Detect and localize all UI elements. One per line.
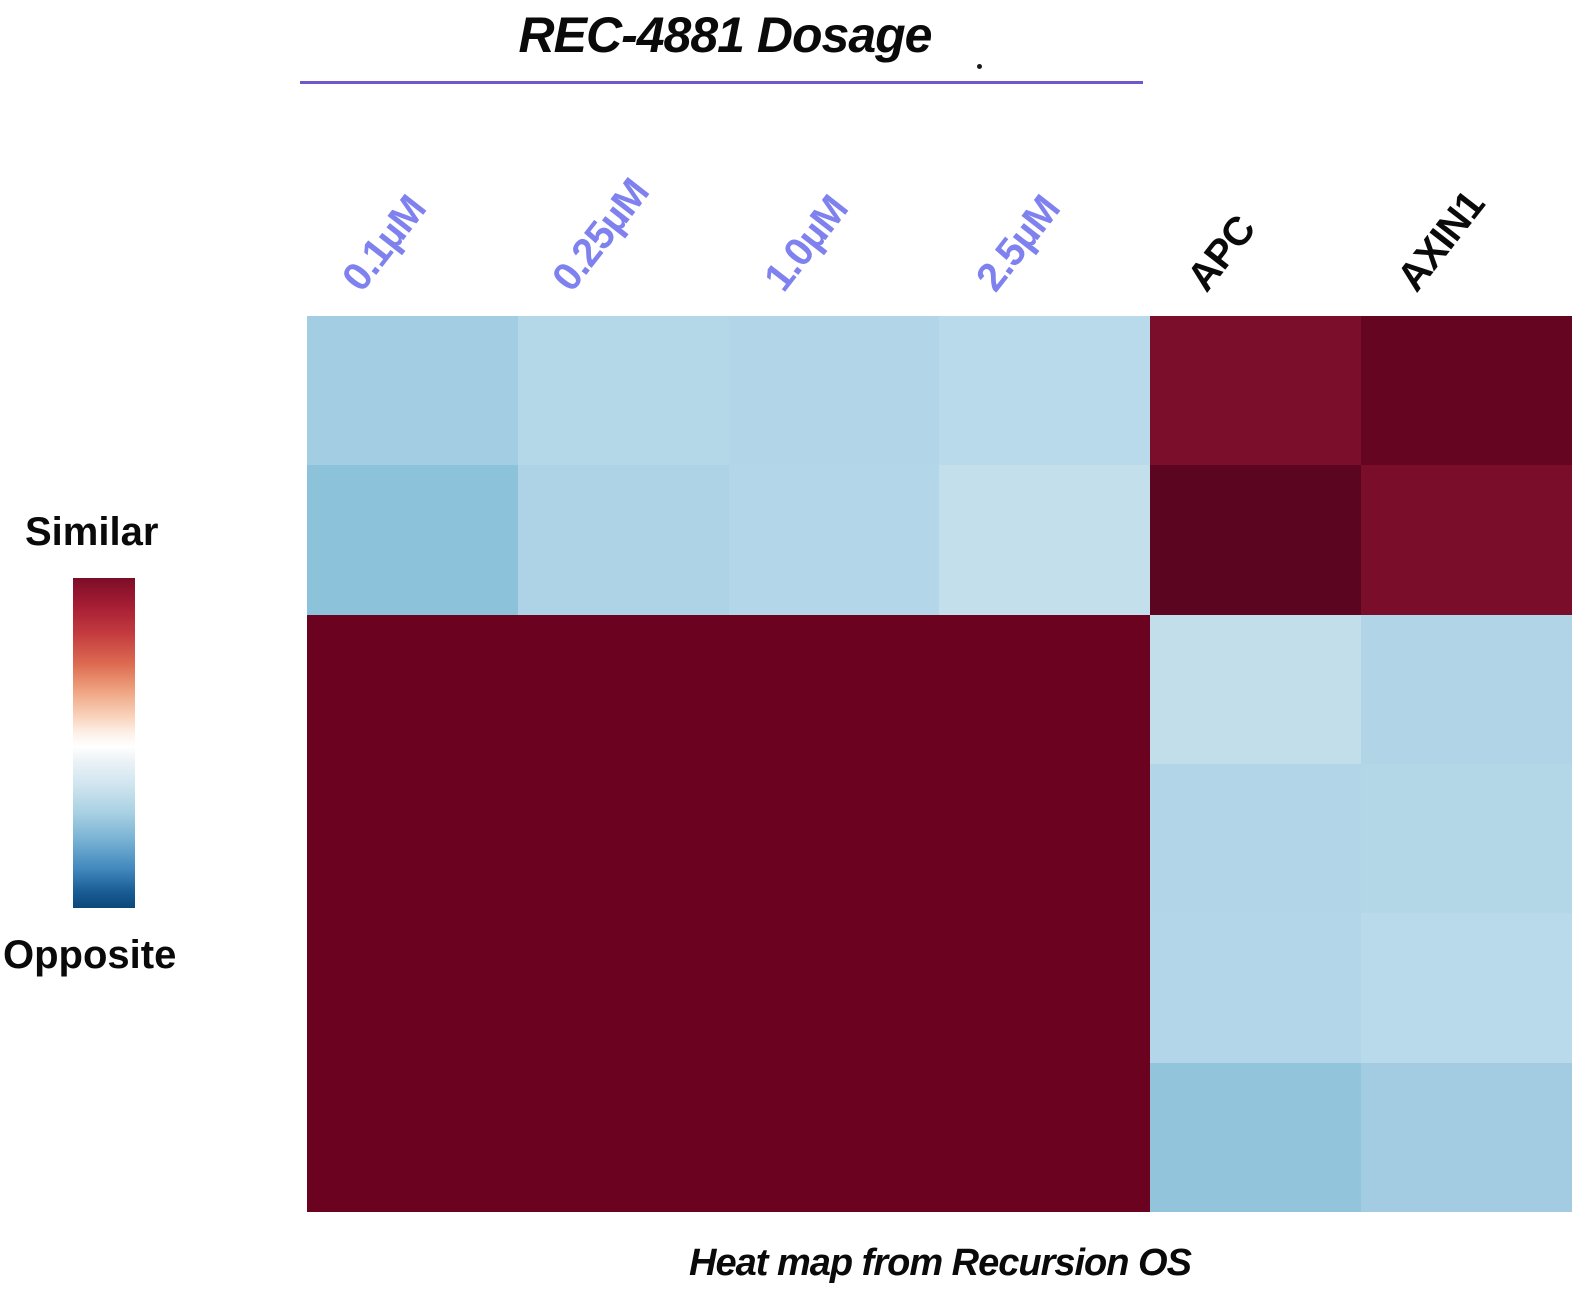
heatmap-cell-r3-c6 bbox=[1361, 614, 1572, 764]
heatmap-grid bbox=[307, 316, 1572, 1212]
heatmap-cell-r1-c5 bbox=[1150, 316, 1362, 466]
heatmap-cell-r3-c4 bbox=[939, 614, 1151, 764]
heatmap-cell-r2-c2 bbox=[517, 465, 729, 615]
column-label-025m: 0.25µM bbox=[543, 171, 658, 300]
heatmap-cell-r2-c5 bbox=[1150, 465, 1362, 615]
heatmap-cell-r6-c2 bbox=[517, 1062, 729, 1212]
heatmap-cell-r2-c3 bbox=[728, 465, 940, 615]
colorbar-gradient bbox=[73, 578, 135, 908]
heatmap-cell-r1-c2 bbox=[517, 316, 729, 466]
chart-title: REC-4881 Dosage bbox=[518, 7, 933, 63]
heatmap-cell-r4-c3 bbox=[728, 763, 940, 914]
heatmap-cell-r5-c1 bbox=[307, 913, 518, 1063]
heatmap-cell-r6-c3 bbox=[728, 1062, 940, 1212]
heatmap-cell-r4-c2 bbox=[517, 763, 729, 914]
legend-opposite-label: Opposite bbox=[3, 933, 177, 977]
title-underline bbox=[300, 81, 1143, 84]
column-labels: 0.1µM 0.25µM 1.0µM 2.5µM APC AXIN1 bbox=[0, 0, 1579, 310]
tiny-dot bbox=[977, 64, 982, 69]
heatmap-cell-r6-c4 bbox=[939, 1062, 1151, 1212]
heatmap-cell-r6-c6 bbox=[1361, 1062, 1572, 1212]
heatmap-cell-r1-c3 bbox=[728, 316, 940, 466]
heatmap-cell-r5-c3 bbox=[728, 913, 940, 1063]
heatmap-cell-r1-c1 bbox=[307, 316, 518, 466]
heatmap-cell-r6-c1 bbox=[307, 1062, 518, 1212]
heatmap-cell-r5-c4 bbox=[939, 913, 1151, 1063]
heatmap-cell-r2-c6 bbox=[1361, 465, 1572, 615]
heatmap-cell-r3-c1 bbox=[307, 614, 518, 764]
heatmap-cell-r1-c4 bbox=[939, 316, 1151, 466]
figure-caption: Heat map from Recursion OS bbox=[689, 1242, 1192, 1284]
heatmap-cell-r4-c1 bbox=[307, 763, 518, 914]
column-label-apc: APC bbox=[1178, 207, 1264, 300]
heatmap-cell-r5-c2 bbox=[517, 913, 729, 1063]
heatmap-cell-r1-c6 bbox=[1361, 316, 1572, 466]
column-label-10m: 1.0µM bbox=[755, 187, 857, 300]
legend-similar-label: Similar bbox=[25, 510, 159, 554]
heatmap-cell-r5-c5 bbox=[1150, 913, 1362, 1063]
column-label-01m: 0.1µM bbox=[333, 187, 435, 300]
heatmap-cell-r2-c4 bbox=[939, 465, 1151, 615]
heatmap-cell-r6-c5 bbox=[1150, 1062, 1362, 1212]
heatmap-cell-r2-c1 bbox=[307, 465, 518, 615]
heatmap-cell-r4-c4 bbox=[939, 763, 1151, 914]
heatmap-cell-r3-c2 bbox=[517, 614, 729, 764]
heatmap-cell-r3-c3 bbox=[728, 614, 940, 764]
heatmap-cell-r4-c6 bbox=[1361, 763, 1572, 914]
heatmap-cell-r3-c5 bbox=[1150, 614, 1362, 764]
column-label-25m: 2.5µM bbox=[967, 187, 1069, 300]
heatmap-cell-r5-c6 bbox=[1361, 913, 1572, 1063]
column-label-axin1: AXIN1 bbox=[1388, 183, 1494, 300]
heatmap-cell-r4-c5 bbox=[1150, 763, 1362, 914]
